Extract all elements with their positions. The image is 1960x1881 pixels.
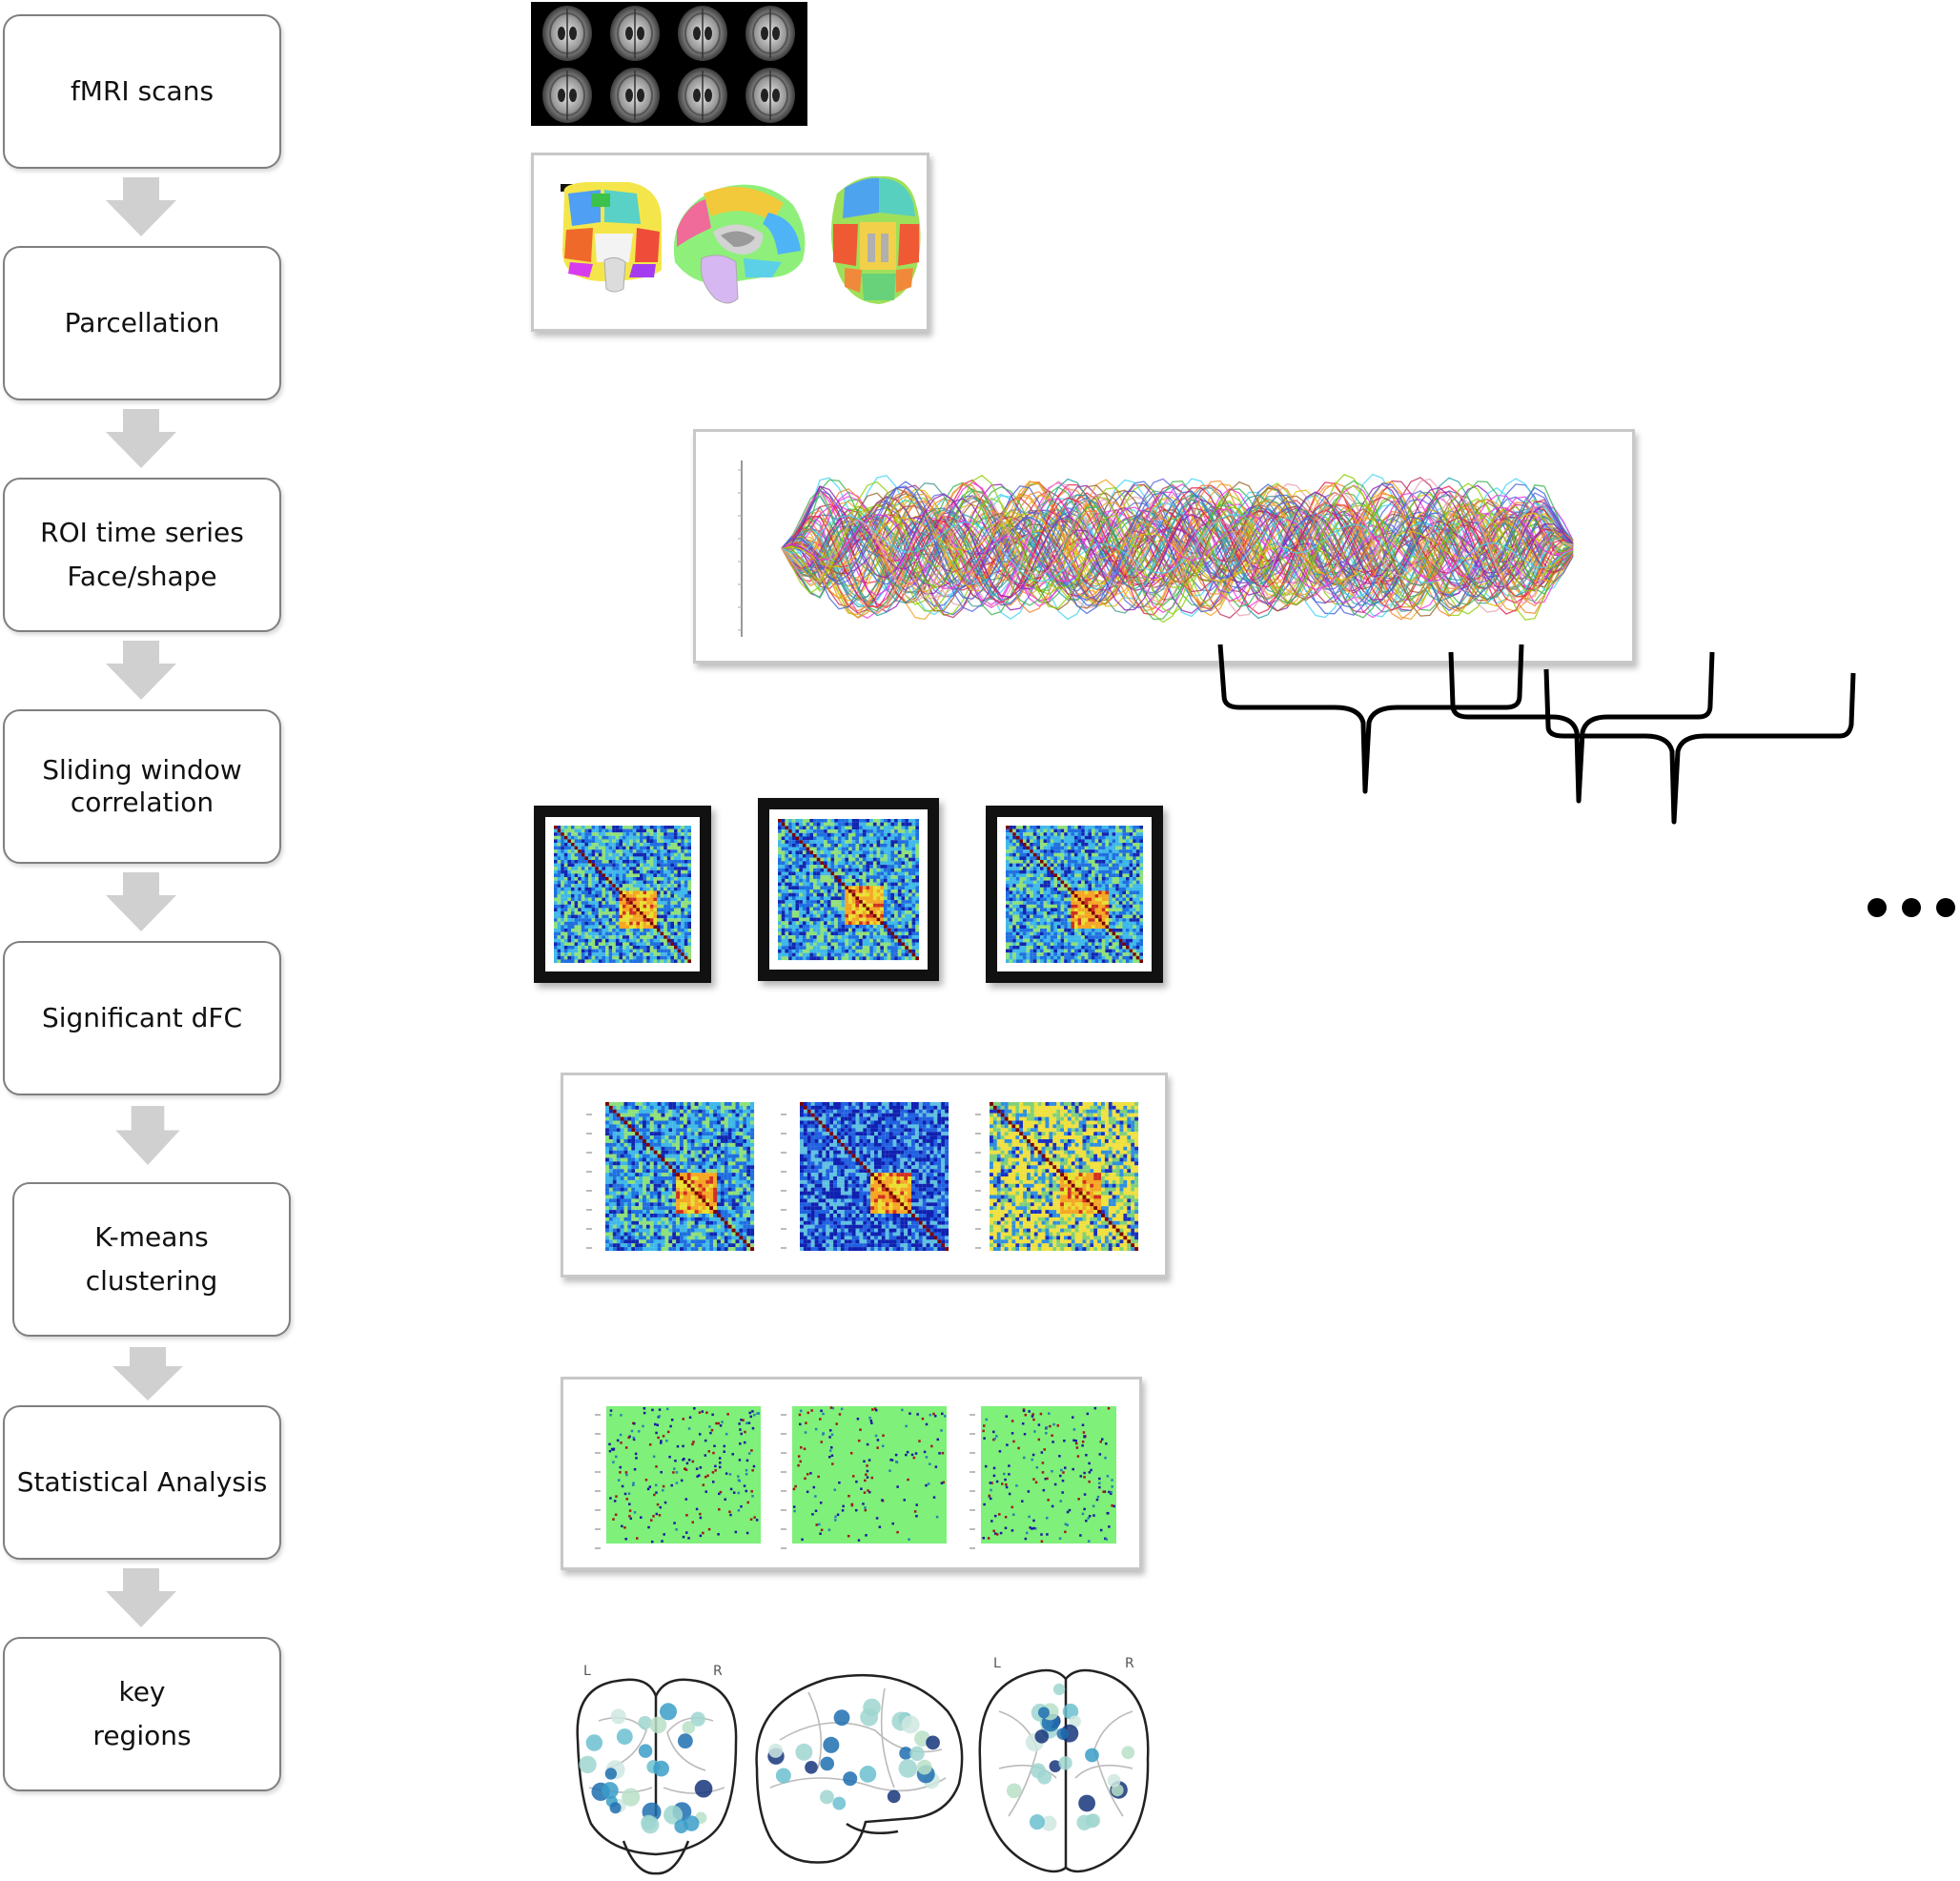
step-label: Significant dFC [41, 1002, 243, 1033]
step-k-means-clustering: K-means clustering [12, 1182, 291, 1337]
key-regions-brain-views: L R L R [576, 1656, 1150, 1875]
step-significant-dfc: Significant dFC [3, 941, 281, 1095]
fmri-slice [678, 6, 727, 61]
correlation-matrix [1006, 826, 1143, 963]
fmri-slice [745, 68, 795, 123]
statistical-significance-maps [595, 1406, 1116, 1549]
roi-time-series-plot [738, 460, 1574, 637]
step-label: correlation [70, 787, 214, 818]
down-arrow-icon [112, 1347, 183, 1401]
brain-left-label: L [583, 1664, 591, 1679]
centroid-matrix [605, 1102, 755, 1251]
step-key-regions: key regions [3, 1637, 281, 1791]
kmeans-centroid-matrices [586, 1102, 1139, 1251]
statistical-analysis-panel [561, 1377, 1142, 1570]
brain-right-label: R [713, 1664, 723, 1679]
step-roi-time-series: ROI time series Face/shape [3, 478, 281, 632]
correlation-matrix-frame-1 [534, 806, 711, 983]
step-label: key [118, 1676, 166, 1707]
kmeans-centroids-panel [561, 1073, 1168, 1278]
step-label: regions [92, 1720, 192, 1751]
fmri-slice [678, 68, 727, 123]
parcellation-panel [531, 153, 929, 332]
down-arrow-icon [106, 409, 176, 468]
step-parcellation: Parcellation [3, 246, 281, 400]
down-arrow-icon [106, 1568, 176, 1627]
parcellation-atlas-image [561, 175, 921, 304]
correlation-matrix [778, 819, 919, 961]
sliding-window-braces [1217, 644, 1856, 825]
step-label: K-means [94, 1221, 209, 1253]
brain-left-label: L [993, 1656, 1001, 1671]
centroid-matrix [990, 1102, 1139, 1251]
correlation-matrix-frame-2 [758, 798, 939, 981]
fmri-slice [745, 6, 795, 61]
centroid-matrix [800, 1102, 949, 1251]
down-arrow-icon [106, 177, 176, 236]
step-label: Face/shape [67, 561, 217, 592]
fmri-slice [542, 68, 592, 123]
brain-right-label: R [1125, 1656, 1134, 1671]
correlation-matrix-frame-3 [986, 806, 1163, 983]
down-arrow-icon [106, 872, 176, 931]
fmri-scan-grid [531, 2, 807, 126]
down-arrow-icon [106, 641, 176, 700]
step-label: Parcellation [64, 307, 220, 338]
roi-time-series-panel [693, 429, 1635, 664]
step-fmri-scans: fMRI scans [3, 14, 281, 169]
step-label: fMRI scans [70, 75, 214, 107]
step-sliding-window-correlation: Sliding window correlation [3, 709, 281, 864]
step-label: Sliding window [42, 754, 242, 786]
fmri-slice [542, 6, 592, 61]
ellipsis-icon [1868, 898, 1955, 917]
step-label: clustering [85, 1265, 218, 1297]
step-label: ROI time series [40, 517, 244, 548]
step-statistical-analysis: Statistical Analysis [3, 1405, 281, 1560]
step-label: Statistical Analysis [16, 1466, 268, 1498]
correlation-matrix [554, 826, 691, 963]
fmri-slice [610, 68, 660, 123]
fmri-slice [610, 6, 660, 61]
down-arrow-icon [115, 1106, 180, 1165]
